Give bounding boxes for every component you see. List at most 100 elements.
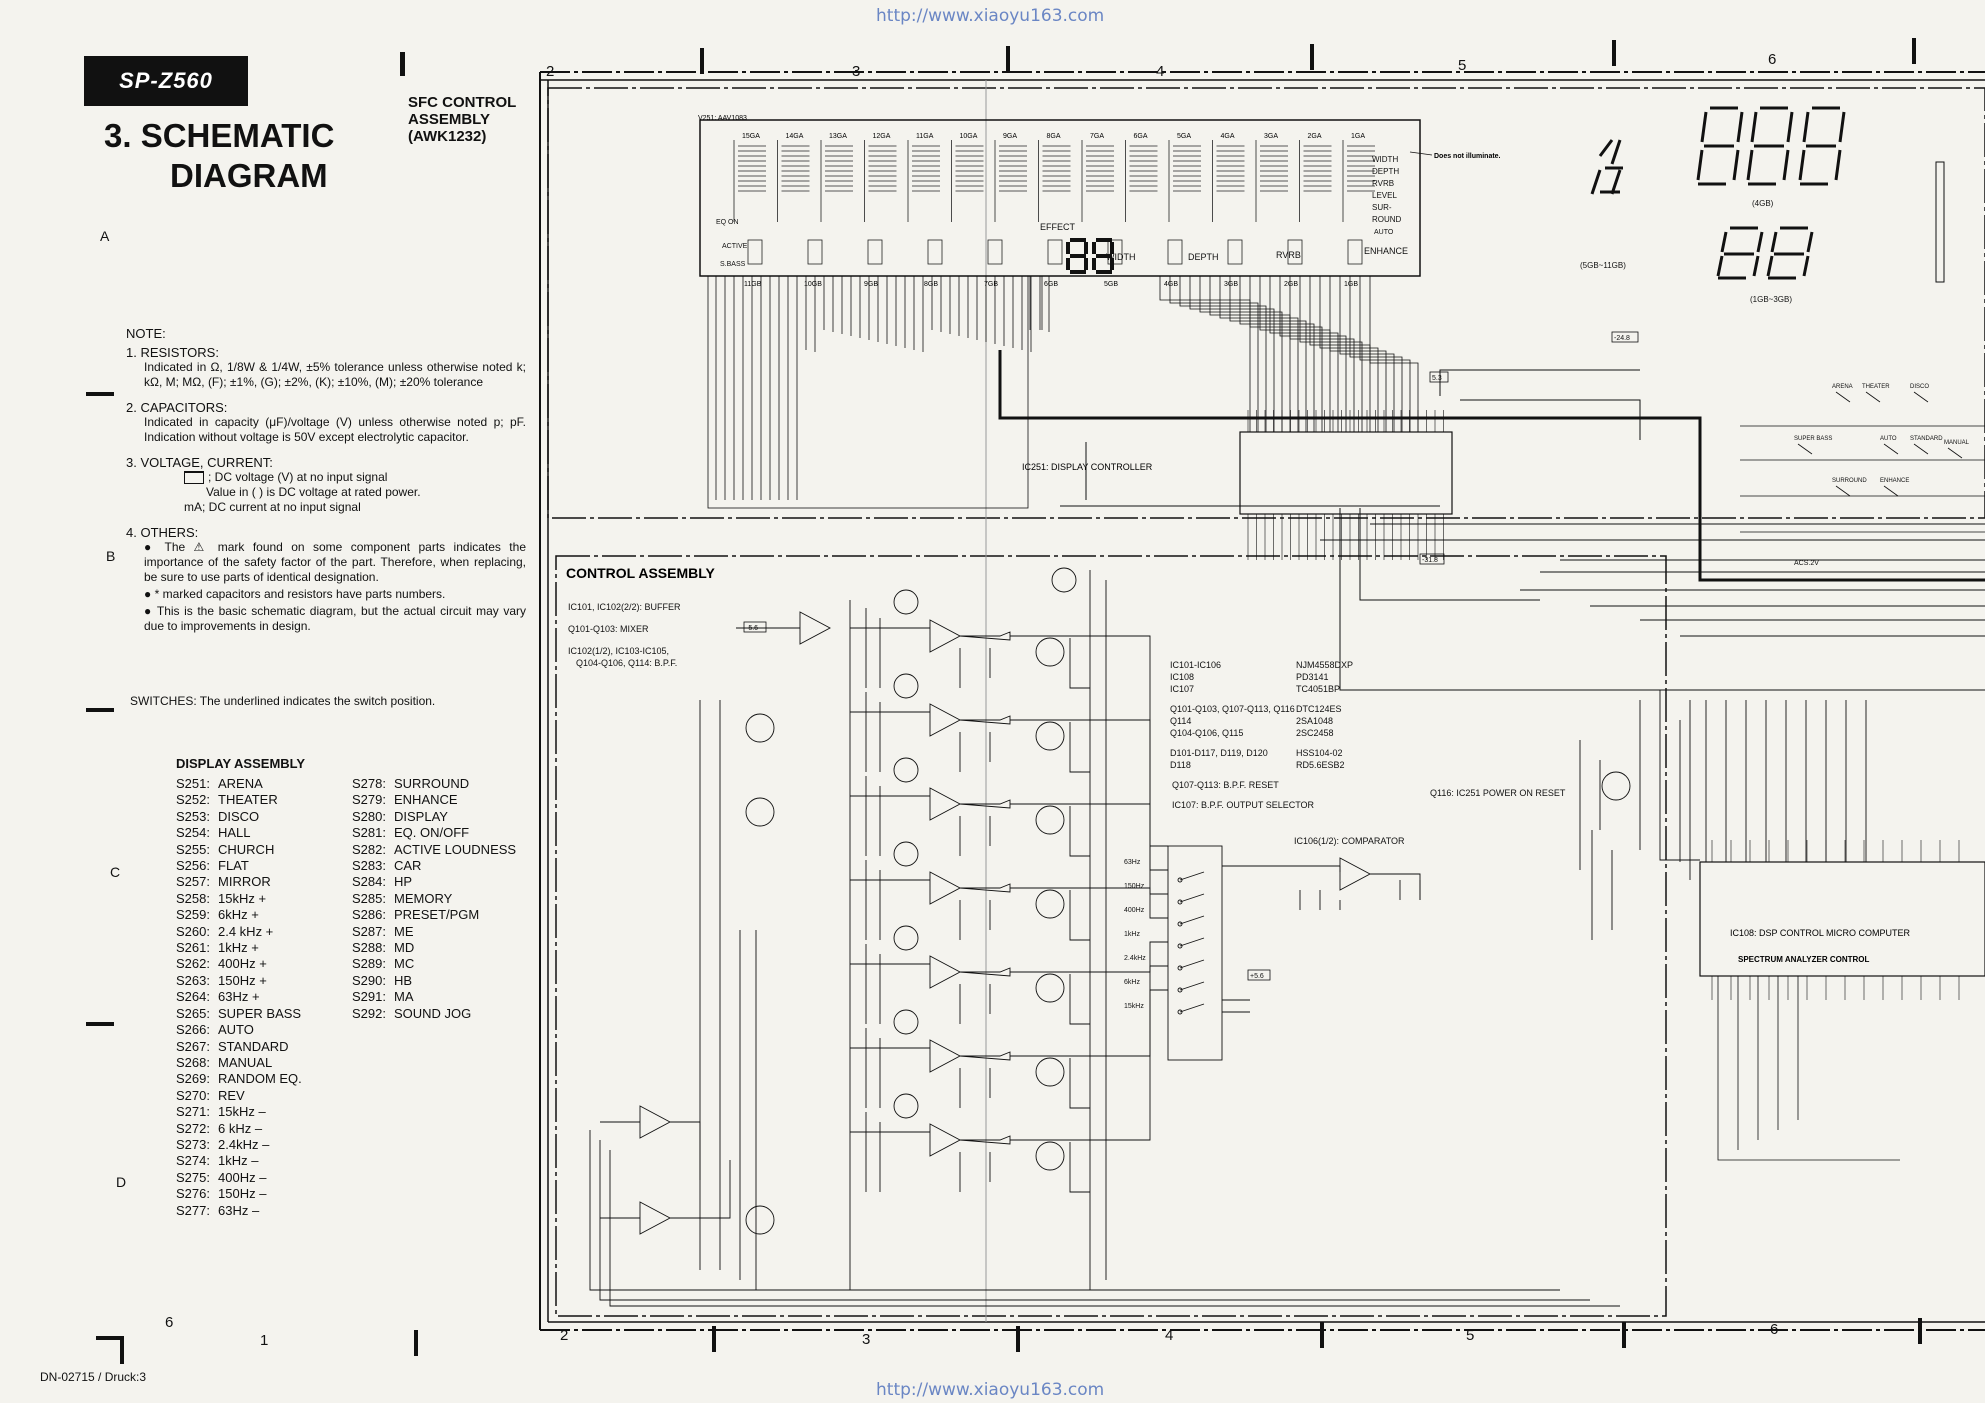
volt-tag: 5.3 [1432, 375, 1442, 382]
margin-tick [86, 1022, 114, 1026]
switch-list-item: S284:HP [352, 874, 516, 890]
switch-code: S290: [352, 972, 386, 988]
stage-wire [1069, 722, 1090, 773]
switch-function: STANDARD [218, 1038, 289, 1054]
display-switch-symbol [1797, 443, 1813, 455]
stage-wire [850, 627, 1168, 847]
selector-switch [1179, 937, 1205, 947]
switch-function: 15kHz + [218, 890, 267, 906]
reset-transistor-symbol [1035, 637, 1065, 667]
stage-wire [1069, 974, 1090, 1025]
display-switch-symbol [1835, 485, 1851, 497]
switch-code: S282: [352, 841, 386, 857]
switch-list-item: S267:STANDARD [176, 1039, 302, 1055]
vfd-digit [1287, 239, 1303, 265]
vfd-word-depth: DEPTH [1188, 252, 1219, 262]
switch-function: FLAT [218, 858, 249, 874]
switch-code: S289: [352, 956, 386, 972]
note-others: 4. OTHERS: ● The ⚠ mark found on some co… [126, 525, 526, 633]
svg-text:IC101, IC102(2/2): BUFFER: IC101, IC102(2/2): BUFFER [568, 602, 681, 612]
volt-tag: -31.8 [1422, 557, 1438, 564]
transistor-symbol [893, 1009, 919, 1035]
voltage-tags: -24.8 5.3 -31.8 ACS.2V -5.6 +5.6 [743, 331, 1819, 981]
vfd-grid-label: 11GB [744, 281, 762, 288]
switch-code: S262: [176, 956, 210, 972]
parts-list-part: 2SA1048 [1296, 716, 1333, 726]
selector-node [1177, 921, 1183, 927]
switch-code: S273: [176, 1136, 210, 1152]
model-badge: SP-Z560 [84, 56, 248, 106]
vfd-digit [1227, 239, 1243, 265]
vfd-grid-label: 8GB [924, 281, 938, 288]
display-switch-label: SURROUND [1832, 478, 1867, 484]
volt-tag: ACS.2V [1794, 560, 1819, 567]
vfd-digit [807, 239, 823, 265]
stage-wire [850, 989, 1168, 1145]
switch-list-item: S280:DISPLAY [352, 809, 516, 825]
display-switch-symbol [1913, 391, 1929, 403]
opamp-symbol [929, 955, 961, 989]
switch-code: S274: [176, 1153, 210, 1169]
vfd-grid-label: 2GB [1284, 281, 1298, 288]
switch-code: S286: [352, 907, 386, 923]
segment-caption-2: (4GB) [1752, 199, 1774, 208]
switch-function: SOUND JOG [394, 1005, 472, 1021]
vfd-grid-label: 12GA [873, 133, 891, 140]
switch-code: S288: [352, 940, 386, 956]
switch-list-item: S277:63Hz – [176, 1203, 302, 1219]
filter-stages [849, 570, 1168, 1290]
transistor-symbol [893, 841, 919, 867]
vfd-digit [987, 239, 1003, 265]
col-num-top: 2 [546, 63, 554, 80]
footer-code: DN-02715 / Druck:3 [40, 1370, 147, 1384]
margin-tick [414, 1330, 418, 1356]
switch-code: S275: [176, 1169, 210, 1185]
svg-text:Q107-Q113: B.P.F. RESET: Q107-Q113: B.P.F. RESET [1172, 780, 1279, 790]
vfd-right-word: SUR- [1372, 203, 1392, 212]
reset-transistor-symbol [1035, 721, 1065, 751]
switch-function: 6 kHz – [218, 1120, 263, 1136]
vfd-grid-label: 8GA [1047, 133, 1061, 140]
selector-switch [1179, 915, 1205, 925]
display-switch-symbol [1883, 485, 1899, 497]
vfd-grid-label: 13GA [829, 133, 847, 140]
vfd-word-active: ACTIVE [722, 243, 748, 250]
frequency-tap-label: 150Hz [1124, 883, 1145, 890]
sfc-title-line-2: ASSEMBLY [408, 111, 490, 128]
frequency-tap-label: 400Hz [1124, 907, 1145, 914]
switch-list-item: S270:REV [176, 1088, 302, 1104]
vfd-word-sbass: S.BASS [720, 261, 746, 268]
reset-transistor-symbol [1035, 889, 1065, 919]
vfd-grid-label: 7GB [984, 281, 998, 288]
frequency-tap-label: 2.4kHz [1124, 955, 1146, 962]
vfd-grid-label: 9GB [864, 281, 878, 288]
vfd-pin-line [1279, 276, 1347, 432]
switch-function: DISCO [218, 808, 260, 824]
col-num-bottom: 6 [1770, 1321, 1778, 1338]
vfd-pin-line [1229, 276, 1307, 432]
switch-list-item: S254:HALL [176, 825, 302, 841]
switch-list-item: S262:400Hz + [176, 956, 302, 972]
display-switch-symbol [1865, 391, 1881, 403]
switch-code: S257: [176, 874, 210, 890]
switch-list-item: S268:MANUAL [176, 1055, 302, 1071]
parts-list-ref: IC108 [1170, 672, 1194, 682]
frequency-tap-label: 15kHz [1124, 1003, 1144, 1010]
selector-node [1177, 987, 1183, 993]
stage-wire [850, 711, 1168, 871]
switch-code: S252: [176, 792, 210, 808]
switch-function: HB [394, 972, 413, 988]
col-num-top: 5 [1458, 57, 1466, 74]
display-switch-symbol [1835, 391, 1851, 403]
vfd-pin-line [1259, 276, 1331, 432]
vfd-right-word: ROUND [1372, 215, 1402, 224]
vfd-pin-line [1289, 276, 1355, 432]
notes-heading: NOTE: [126, 326, 166, 341]
vfd-pin-line [1349, 276, 1403, 432]
svg-text:IC108: DSP CONTROL MICRO COMPU: IC108: DSP CONTROL MICRO COMPUTER [1730, 928, 1911, 938]
transistor-symbol [893, 673, 919, 699]
vfd-pin-line [1359, 276, 1411, 432]
